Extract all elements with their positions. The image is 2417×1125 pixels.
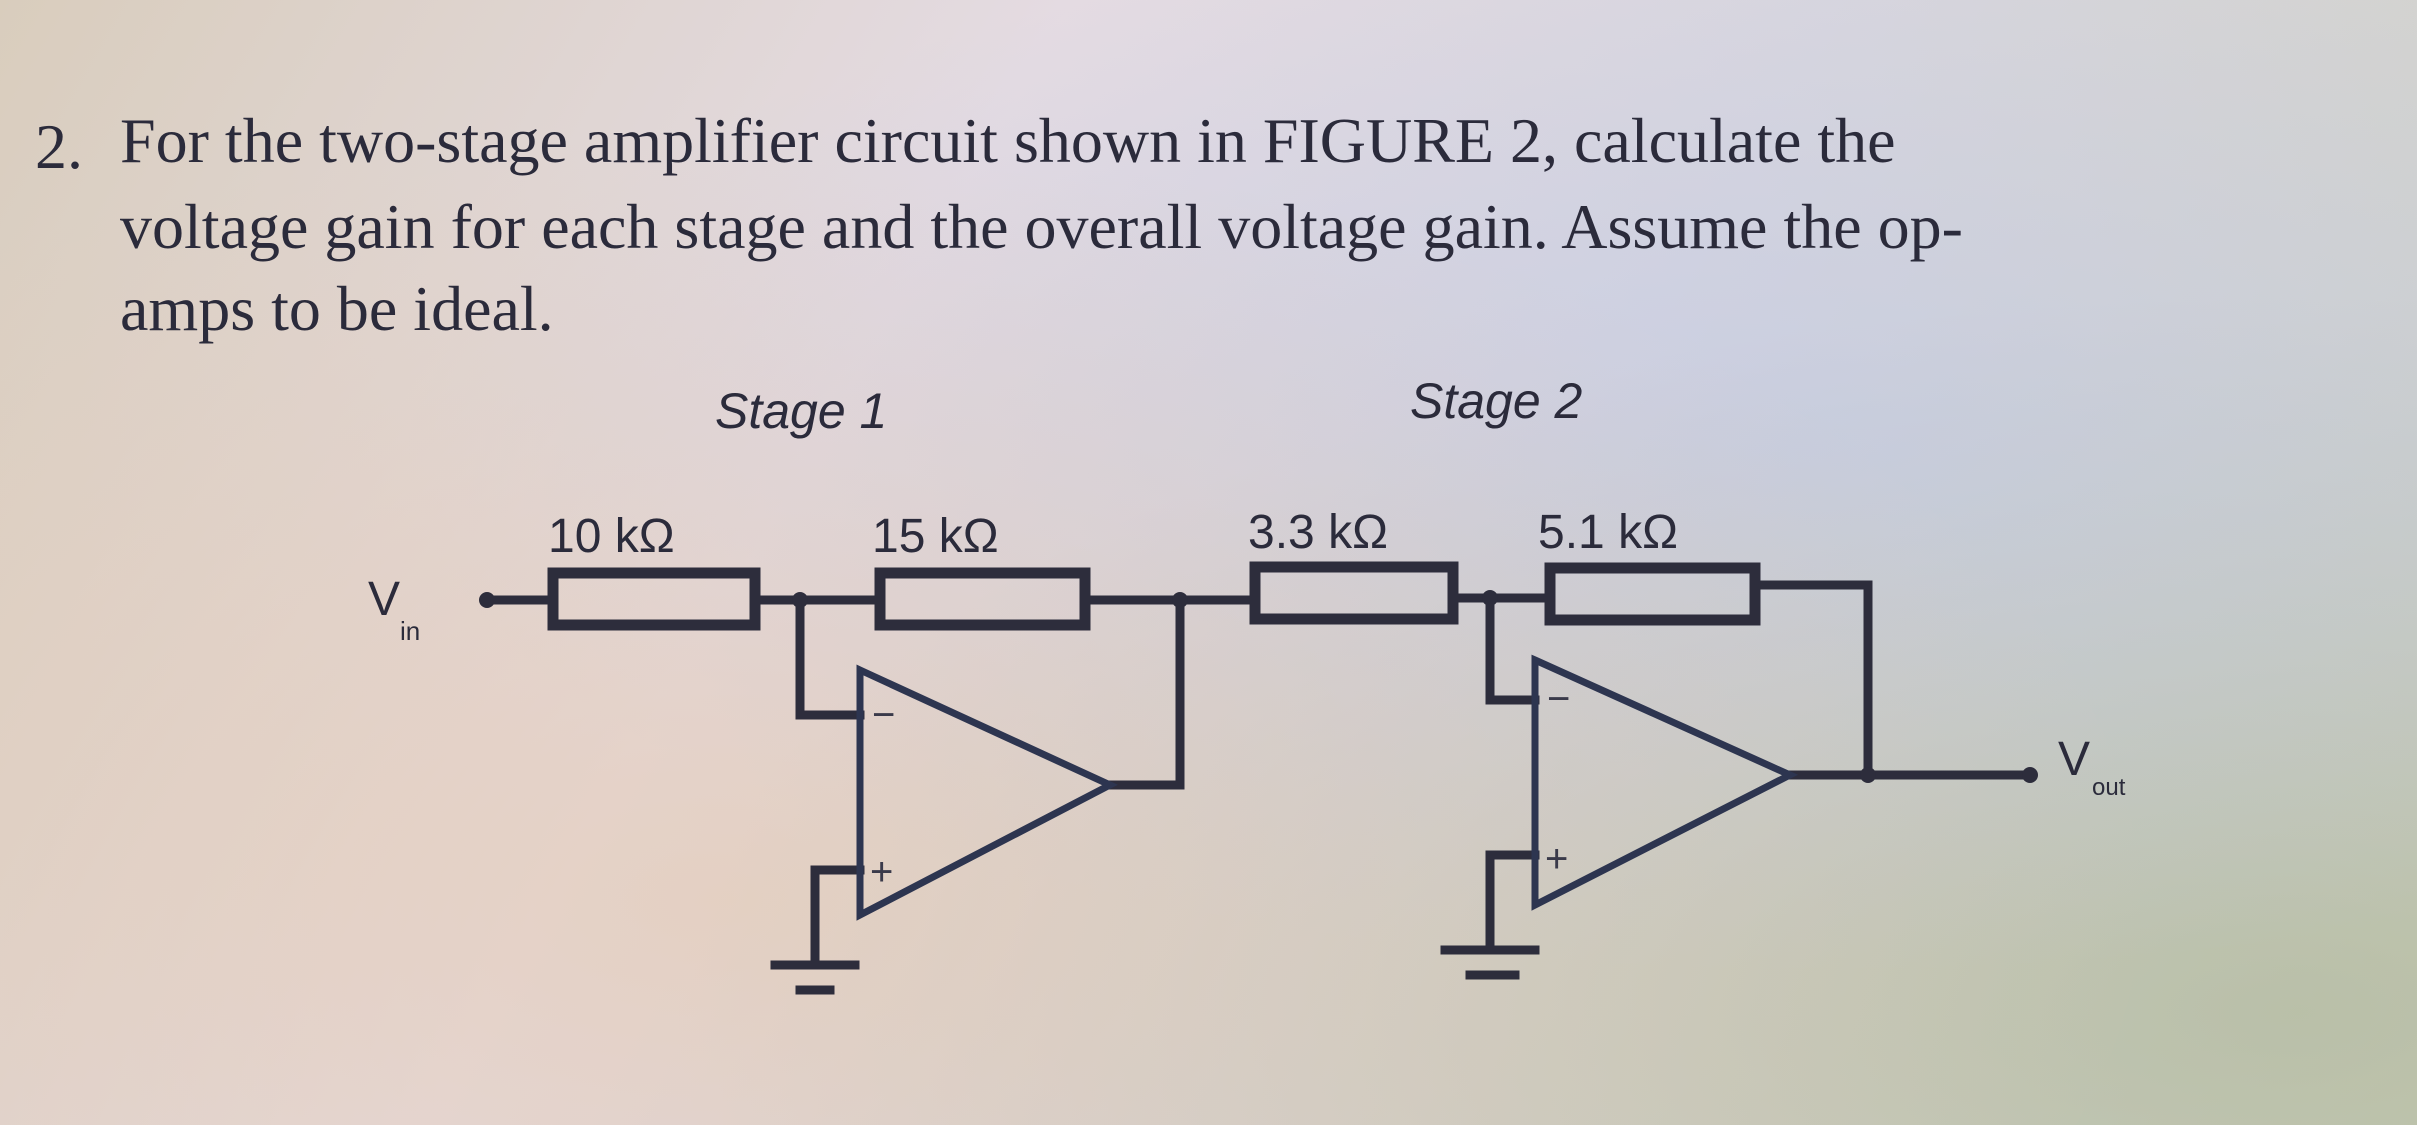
resistor-label-15k: 15 kΩ — [872, 510, 999, 563]
question-line-2: voltage gain for each stage and the over… — [120, 191, 1963, 262]
svg-text:out: out — [2092, 774, 2126, 801]
resistor-3k3 — [1249, 561, 1459, 625]
resistor-5k1 — [1544, 562, 1761, 626]
resistor-15k — [874, 567, 1091, 631]
svg-text:−: − — [1547, 677, 1570, 721]
svg-text:V: V — [2058, 733, 2090, 786]
question-text: 2. For the two-stage amplifier circuit s… — [35, 105, 1963, 344]
resistor-label-3k3: 3.3 kΩ — [1248, 506, 1388, 559]
vout-terminal: V out — [2058, 733, 2126, 801]
svg-text:−: − — [872, 693, 895, 737]
stage-1-label: Stage 1 — [715, 383, 887, 439]
resistor-10k — [547, 567, 761, 631]
op-amp-2: − + — [1531, 654, 1799, 911]
svg-text:+: + — [1545, 837, 1568, 881]
question-line-3: amps to be ideal. — [120, 273, 554, 344]
svg-text:in: in — [400, 616, 420, 646]
stage-2-label: Stage 2 — [1410, 373, 1583, 429]
question-line-1: For the two-stage amplifier circuit show… — [120, 105, 1896, 176]
svg-text:+: + — [870, 850, 893, 894]
op-amp-1: − + — [856, 664, 1118, 921]
resistor-label-5k1: 5.1 kΩ — [1538, 506, 1678, 559]
svg-text:V: V — [368, 573, 400, 626]
resistor-label-10k: 10 kΩ — [548, 510, 675, 563]
question-number: 2. — [35, 111, 83, 182]
vin-terminal: V in — [368, 573, 495, 646]
circuit-wires — [482, 561, 2038, 995]
